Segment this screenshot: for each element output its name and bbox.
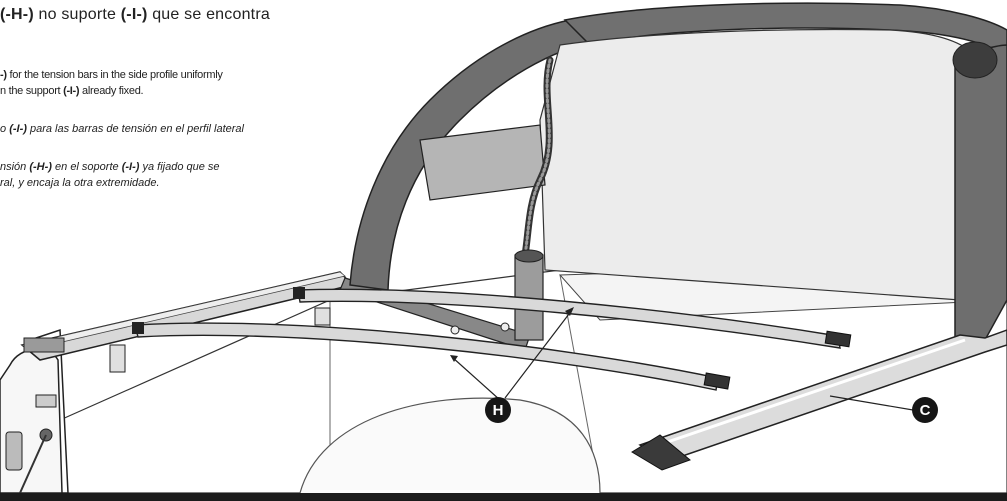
instruction-english-line-1: -) for the tension bars in the side prof… [0, 69, 223, 81]
hanger-bracket-2 [314, 307, 331, 326]
rear-window-panel [539, 28, 976, 301]
rail-end-cap [23, 337, 65, 353]
right-upright-cap [952, 41, 998, 79]
side-profile-c-highlight [649, 338, 966, 450]
leader-h-1-arrow [450, 355, 458, 362]
instruction-english-line-2: n the support (-I-) already fixed. [0, 85, 144, 97]
page-bottom-bar [0, 493, 1007, 501]
leader-h-1 [451, 356, 501, 401]
window-seal-inner [518, 58, 552, 277]
instruction-portuguese: (-H-) no suporte (-I-) que se encontra [0, 6, 270, 23]
instruction-spanish-line-2: nsión (-H-) en el soporte (-I-) ya fijad… [0, 161, 220, 173]
rear-rail-bolt-2 [500, 322, 510, 332]
hanger-bracket-1 [109, 344, 126, 373]
support-post-cap [514, 249, 544, 263]
roll-bar-right-upright [954, 44, 1007, 346]
tailgate-panel [0, 348, 63, 494]
leader-h-2-arrow [565, 307, 574, 316]
callout-h: H [485, 397, 511, 423]
instruction-spanish-line-1: o (-I-) para las barras de tensión en el… [0, 123, 244, 135]
rear-rail-bolt-1 [450, 325, 460, 335]
instruction-spanish-line-3: ral, y encaja la otra extremidade. [0, 177, 160, 189]
tailgate-latch [35, 394, 57, 408]
leader-h-2 [504, 309, 573, 399]
roll-bar-arch [563, 2, 1007, 56]
bar-bracket-2 [293, 287, 305, 299]
bar-bracket-1 [132, 322, 144, 334]
tension-bar-h-front-end-cap [703, 372, 731, 390]
tension-bar-h-rear-end-cap [824, 330, 852, 348]
tail-light [5, 431, 23, 471]
tension-bar-h-rear [297, 288, 841, 349]
part-h-label: (-H-) [0, 6, 34, 23]
tailgate-strap [19, 434, 47, 494]
cross-tube [419, 124, 546, 201]
tension-bar-h-front [134, 322, 719, 391]
side-profile-c [638, 329, 1007, 463]
callout-c: C [912, 397, 938, 423]
leader-c [829, 395, 914, 411]
part-i-label: (-I-) [120, 6, 148, 23]
side-profile-c-end [631, 434, 691, 471]
